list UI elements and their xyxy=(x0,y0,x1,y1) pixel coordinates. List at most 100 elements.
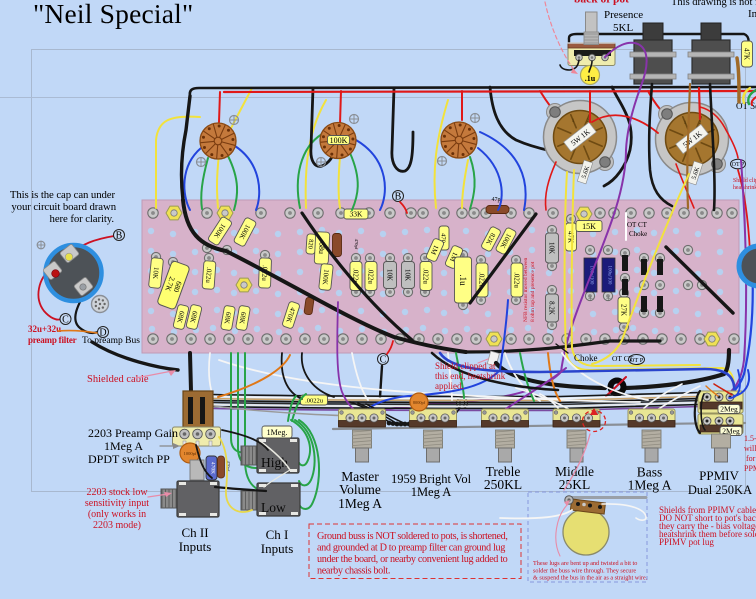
svg-text:8 ohm tap and presence pot: 8 ohm tap and presence pot xyxy=(530,261,536,322)
svg-text:NFB resistor moved between: NFB resistor moved between xyxy=(523,257,529,322)
svg-text:68K: 68K xyxy=(175,310,186,324)
svg-text:1M: 1M xyxy=(429,244,441,257)
svg-text:your circuit board drawn: your circuit board drawn xyxy=(11,201,116,213)
svg-text:1Meg A: 1Meg A xyxy=(628,478,672,493)
svg-text:820: 820 xyxy=(306,239,314,249)
svg-text:.1u: .1u xyxy=(585,74,596,83)
svg-text:OT P: OT P xyxy=(630,357,644,364)
svg-text:Master: Master xyxy=(341,469,379,484)
svg-text:& suspend the bus in the air a: & suspend the bus in the air as a straig… xyxy=(533,575,648,582)
svg-text:2203 Preamp Gain: 2203 Preamp Gain xyxy=(88,426,178,440)
svg-text:470: 470 xyxy=(440,233,447,243)
svg-text:1959 Bright Vol: 1959 Bright Vol xyxy=(391,472,472,486)
svg-text:(only works in: (only works in xyxy=(88,509,146,520)
svg-text:Choke: Choke xyxy=(629,230,647,238)
svg-text:47pf: 47pf xyxy=(492,196,503,203)
svg-text:for o: for o xyxy=(746,454,756,463)
svg-text:Shield clippe: Shield clippe xyxy=(733,178,756,184)
svg-text:.022u: .022u xyxy=(422,268,430,284)
svg-text:25KL: 25KL xyxy=(559,477,591,492)
svg-text:2203 mode): 2203 mode) xyxy=(93,520,141,531)
svg-text:27K: 27K xyxy=(620,304,628,316)
svg-text:will: will xyxy=(744,444,756,453)
svg-text:1: 1 xyxy=(684,121,687,126)
svg-text:.022u: .022u xyxy=(204,267,213,284)
svg-text:PPMIV: PPMIV xyxy=(699,468,739,483)
svg-text:100K: 100K xyxy=(330,136,348,145)
svg-text:47K: 47K xyxy=(567,231,575,243)
svg-text:These lugs are bent up and twi: These lugs are bent up and twisted a bit… xyxy=(533,560,637,567)
svg-text:Dual 250KA: Dual 250KA xyxy=(688,483,752,497)
svg-text:1000pf: 1000pf xyxy=(184,451,197,456)
svg-text:OT P: OT P xyxy=(732,162,745,168)
svg-text:32u+32u: 32u+32u xyxy=(28,324,61,334)
svg-text:applied.: applied. xyxy=(435,381,464,391)
svg-text:Shield clipped at: Shield clipped at xyxy=(435,361,496,371)
svg-text:B: B xyxy=(395,191,402,202)
svg-text:Bass: Bass xyxy=(637,465,663,480)
svg-text:1Meg A: 1Meg A xyxy=(338,496,382,511)
svg-text:Imp: Imp xyxy=(748,8,756,20)
svg-text:To preamp Bus: To preamp Bus xyxy=(82,336,140,346)
svg-text:10K: 10K xyxy=(386,269,394,281)
svg-text:2203 stock low: 2203 stock low xyxy=(86,487,148,498)
svg-text:8.2K: 8.2K xyxy=(548,301,556,315)
svg-text:47K: 47K xyxy=(743,48,751,60)
svg-text:PPM: PPM xyxy=(744,464,756,473)
svg-text:8000pf: 8000pf xyxy=(413,400,426,405)
svg-text:This is the cap can under: This is the cap can under xyxy=(10,189,116,201)
svg-text:Ch I: Ch I xyxy=(266,527,289,542)
svg-text:Presence: Presence xyxy=(604,9,643,21)
svg-text:470pf: 470pf xyxy=(354,239,359,250)
svg-text:1Meg A: 1Meg A xyxy=(411,485,452,499)
svg-text:68K: 68K xyxy=(223,311,233,324)
svg-text:68K: 68K xyxy=(238,311,248,324)
svg-text:68u: 68u xyxy=(317,242,327,254)
svg-text:this end, heatshrink: this end, heatshrink xyxy=(435,371,506,381)
svg-text:+: + xyxy=(606,294,611,304)
svg-text:nearby chassis bolt.: nearby chassis bolt. xyxy=(317,566,390,577)
svg-text:.1u: .1u xyxy=(458,274,468,286)
svg-text:OT CT: OT CT xyxy=(627,221,648,229)
svg-text:Shielded cable: Shielded cable xyxy=(87,374,149,385)
svg-text:2: 2 xyxy=(587,119,590,124)
svg-text:OT CT: OT CT xyxy=(612,354,634,363)
svg-text:+: + xyxy=(588,294,593,304)
svg-text:.0022u: .0022u xyxy=(305,397,324,404)
svg-text:C: C xyxy=(380,354,387,365)
svg-text:C: C xyxy=(62,314,69,325)
svg-text:1: 1 xyxy=(572,119,575,124)
svg-text:470pf: 470pf xyxy=(226,461,231,472)
svg-text:under the board, or nearby con: under the board, or nearby convenient lu… xyxy=(317,554,508,565)
svg-text:100K: 100K xyxy=(321,269,331,285)
svg-text:sensitivity input: sensitivity input xyxy=(85,498,149,509)
svg-text:1Meg.: 1Meg. xyxy=(267,428,288,437)
svg-text:they carry the - bias voltage.: they carry the - bias voltage. Best t xyxy=(659,521,756,531)
svg-text:10K: 10K xyxy=(548,242,556,254)
svg-text:here for clarity.: here for clarity. xyxy=(50,213,114,225)
svg-text:2: 2 xyxy=(699,121,702,126)
svg-text:5.6K: 5.6K xyxy=(581,165,592,180)
svg-text:DO NOT short to pot's back or: DO NOT short to pot's back or gro xyxy=(659,513,756,523)
svg-text:1.5-: 1.5- xyxy=(744,434,756,443)
svg-text:.022u: .022u xyxy=(513,272,521,288)
svg-text:Ch II: Ch II xyxy=(181,525,208,540)
svg-text:2Meg: 2Meg xyxy=(722,427,740,436)
svg-text:DPDT switch PP: DPDT switch PP xyxy=(88,452,170,466)
svg-text:B: B xyxy=(116,230,123,241)
svg-text:Volume: Volume xyxy=(339,482,381,497)
svg-text:Choke: Choke xyxy=(574,353,598,363)
svg-text:Inputs: Inputs xyxy=(261,541,294,556)
svg-text:heatshrink them before solderi: heatshrink them before soldering th xyxy=(659,529,756,539)
svg-text:1Meg A: 1Meg A xyxy=(104,439,143,453)
svg-text:Shields from PPIMV cables. Be: Shields from PPIMV cables. Be su xyxy=(659,505,756,515)
svg-text:100u/100: 100u/100 xyxy=(607,266,612,285)
svg-text:This drawing is not for s: This drawing is not for s xyxy=(671,0,756,8)
svg-text:250KL: 250KL xyxy=(484,477,522,492)
svg-text:"Neil Special": "Neil Special" xyxy=(33,0,193,29)
svg-text:68K: 68K xyxy=(188,310,199,324)
svg-text:Ground buss is NOT soldered to: Ground buss is NOT soldered to pots, is … xyxy=(317,531,508,542)
svg-text:D: D xyxy=(99,327,106,338)
svg-text:preamp filter: preamp filter xyxy=(28,335,77,345)
svg-text:.022u: .022u xyxy=(352,268,360,284)
